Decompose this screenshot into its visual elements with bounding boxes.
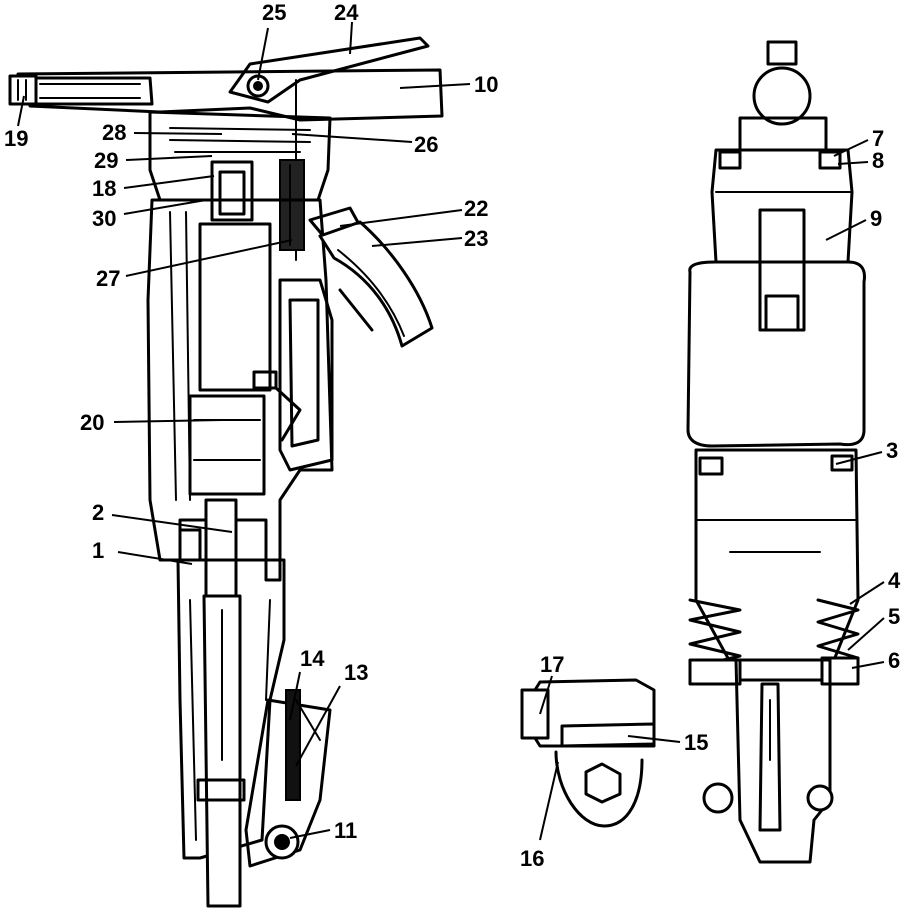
cylinder-exterior: [694, 448, 860, 682]
callout-29: 29: [94, 148, 118, 173]
callout-4: 4: [888, 568, 901, 593]
callout-8: 8: [872, 148, 884, 173]
leader-25: [257, 27, 269, 81]
callout-17: 17: [540, 652, 564, 677]
front-head: [176, 558, 332, 868]
side-springs: [688, 598, 860, 686]
leader-23: [371, 237, 463, 247]
handle-grip: [686, 260, 866, 448]
cylinder-body: [146, 198, 334, 582]
top-cap: [738, 40, 828, 152]
leader-1: [117, 551, 193, 565]
leader-lines: [17, 21, 885, 841]
callout-2: 2: [92, 500, 104, 525]
leader-5: [847, 617, 885, 651]
callout-labels: 1 2 3 4 5 6 7 8 9 10 11 13 14 15 16 17 1…: [4, 0, 901, 871]
callout-26: 26: [414, 132, 438, 157]
callout-28: 28: [102, 120, 126, 145]
leader-17: [539, 675, 553, 715]
callout-13: 13: [344, 660, 368, 685]
leader-15: [627, 735, 681, 743]
retainer-detail: [520, 678, 656, 828]
callout-20: 20: [80, 410, 104, 435]
backhead-exterior: [710, 148, 854, 332]
exterior-view: [686, 40, 866, 864]
callout-19: 19: [4, 126, 28, 151]
callout-25: 25: [262, 0, 286, 25]
leader-27: [125, 239, 293, 277]
leader-24: [349, 21, 353, 55]
callout-6: 6: [888, 648, 900, 673]
callout-9: 9: [870, 206, 882, 231]
front-head-exterior: [702, 658, 834, 864]
leader-2: [111, 514, 233, 533]
callout-7: 7: [872, 126, 884, 151]
leader-14: [289, 671, 301, 721]
handle: [8, 68, 444, 122]
leader-6: [851, 661, 885, 669]
leader-9: [825, 219, 867, 241]
leader-4: [849, 581, 885, 605]
leader-29: [125, 155, 213, 161]
callout-24: 24: [334, 0, 359, 25]
anvil: [178, 498, 238, 598]
leader-30: [123, 199, 207, 215]
leader-8: [837, 161, 869, 165]
leader-10: [399, 83, 471, 89]
leader-13: [295, 685, 341, 767]
leader-19: [17, 95, 25, 127]
callout-27: 27: [96, 266, 120, 291]
callout-14: 14: [300, 646, 325, 671]
callout-18: 18: [92, 176, 116, 201]
leader-11: [289, 829, 331, 839]
callout-3: 3: [886, 438, 898, 463]
callout-23: 23: [464, 226, 488, 251]
callout-10: 10: [474, 72, 498, 97]
leader-16: [539, 761, 559, 841]
leader-26: [291, 133, 413, 143]
callout-11: 11: [334, 818, 357, 843]
steel-bit: [196, 594, 246, 908]
callout-5: 5: [888, 604, 900, 629]
callout-16: 16: [520, 846, 544, 871]
callout-15: 15: [684, 730, 708, 755]
leader-18: [123, 175, 215, 189]
callout-22: 22: [464, 196, 488, 221]
leader-28: [133, 132, 223, 135]
callout-30: 30: [92, 206, 116, 231]
leader-3: [835, 451, 883, 465]
callout-1: 1: [92, 538, 104, 563]
leader-22: [339, 209, 463, 227]
sectional-view: [8, 36, 444, 908]
leader-20: [113, 419, 223, 423]
leader-7: [833, 139, 869, 157]
